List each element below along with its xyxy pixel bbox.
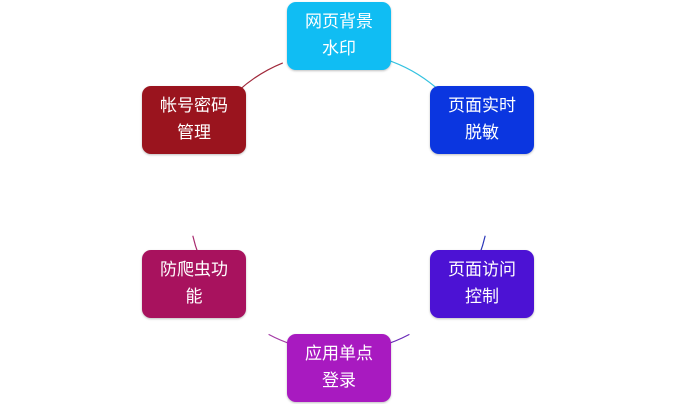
node-label: 应用单点登录 <box>305 344 373 391</box>
node-web-watermark: 网页背景水印 <box>287 2 391 70</box>
node-label: 网页背景水印 <box>305 12 373 59</box>
node-label: 防爬虫功能 <box>160 260 228 307</box>
node-access-control: 页面访问控制 <box>430 250 534 318</box>
node-label: 页面实时脱敏 <box>448 96 516 143</box>
node-label: 帐号密码管理 <box>160 96 228 143</box>
node-single-sign-on: 应用单点登录 <box>287 334 391 402</box>
node-anti-crawler: 防爬虫功能 <box>142 250 246 318</box>
node-label: 页面访问控制 <box>448 260 516 307</box>
node-account-password-management: 帐号密码管理 <box>142 86 246 154</box>
node-realtime-desensitization: 页面实时脱敏 <box>430 86 534 154</box>
